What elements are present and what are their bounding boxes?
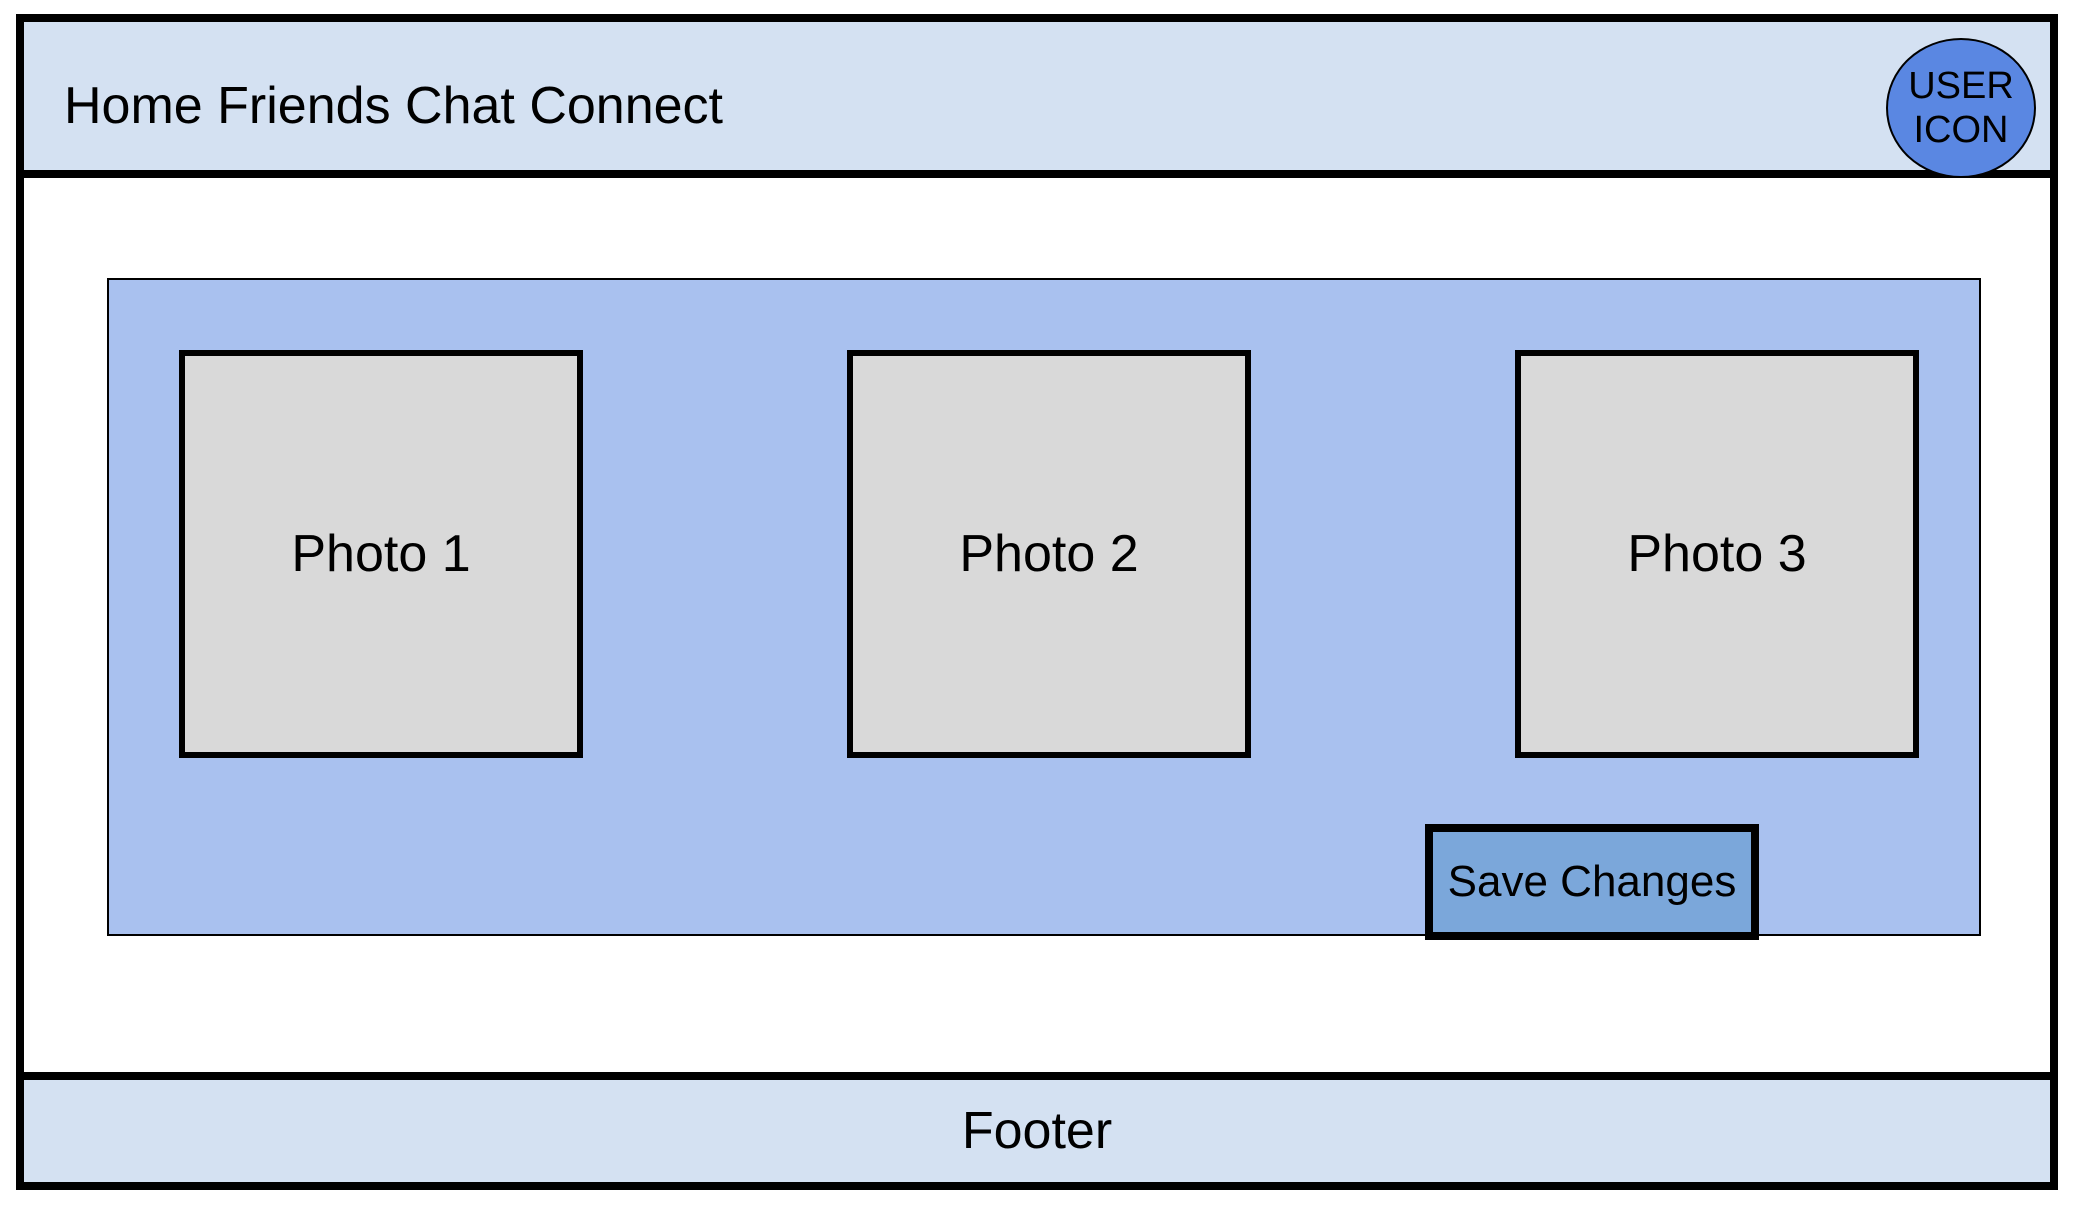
photo-gallery: Photo 1 Photo 2 Photo 3 Save Changes — [107, 278, 1981, 940]
photo-3-label: Photo 3 — [1627, 525, 1807, 583]
photo-2[interactable]: Photo 2 — [847, 350, 1251, 758]
nav-chat[interactable]: Chat — [405, 77, 515, 135]
header: Home Friends Chat Connect USER ICON — [24, 22, 2050, 178]
main-content: Photo 1 Photo 2 Photo 3 Save Changes — [24, 178, 2050, 1104]
photo-2-label: Photo 2 — [959, 525, 1139, 583]
footer: Footer — [24, 1072, 2050, 1182]
nav-friends[interactable]: Friends — [217, 77, 391, 135]
save-changes-button[interactable]: Save Changes — [1425, 824, 1759, 940]
user-icon-label-line1: USER — [1908, 65, 2014, 107]
photo-1-label: Photo 1 — [291, 525, 471, 583]
user-icon-label-line2: ICON — [1913, 109, 2009, 151]
footer-label: Footer — [961, 1102, 1113, 1160]
nav-connect[interactable]: Connect — [529, 77, 724, 135]
photo-1[interactable]: Photo 1 — [179, 350, 583, 758]
nav-home[interactable]: Home — [64, 77, 203, 135]
nav-bar: Home Friends Chat Connect — [64, 76, 723, 136]
app-frame: Home Friends Chat Connect USER ICON Phot… — [16, 14, 2058, 1190]
photo-3[interactable]: Photo 3 — [1515, 350, 1919, 758]
user-icon[interactable]: USER ICON — [1886, 38, 2036, 178]
